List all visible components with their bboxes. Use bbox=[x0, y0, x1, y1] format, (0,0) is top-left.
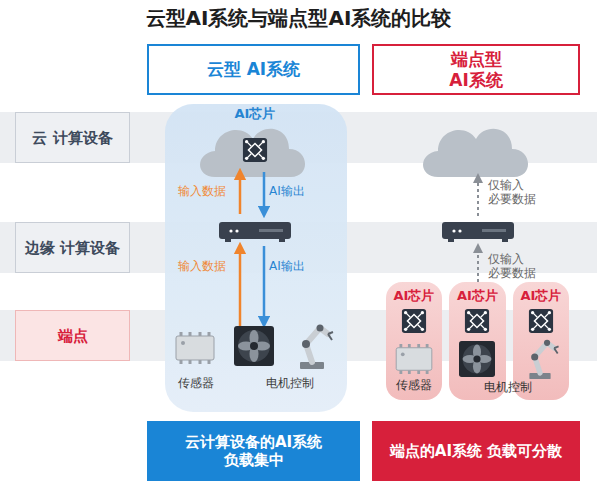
cloud-ai-region: AI芯片输入数据AI输出输入数据AI输出传感器电机控制 bbox=[165, 104, 347, 412]
diagram-title: 云型AI系统与端点型AI系统的比较 bbox=[0, 5, 597, 32]
box-text: 云 计算设备 bbox=[23, 129, 123, 147]
box-text: 边缘 计算设备 bbox=[23, 239, 123, 257]
box-text: 云型 AI系统 bbox=[204, 59, 304, 79]
arrow-label: AI输出 bbox=[269, 184, 339, 198]
box-text: 云计算设备的AI系统 负载集中 bbox=[159, 433, 349, 469]
column-header: 端点型 AI系统 bbox=[372, 44, 580, 95]
row-label-box: 云 计算设备 bbox=[15, 112, 130, 163]
column-header: 云型 AI系统 bbox=[147, 44, 360, 95]
chip-label: AI芯片 bbox=[449, 288, 506, 304]
arrow-label: 输入数据 bbox=[168, 184, 236, 198]
arrow-label: 输入数据 bbox=[168, 259, 236, 273]
device-label: 传感器 bbox=[386, 378, 442, 392]
box-text: 端点的AI系统 负载可分散 bbox=[381, 442, 571, 460]
summary-box: 端点的AI系统 负载可分散 bbox=[372, 421, 580, 481]
device-label: 电机控制 bbox=[235, 376, 345, 390]
device-label: 传感器 bbox=[165, 376, 227, 390]
note-text: 仅输入 必要数据 bbox=[488, 178, 552, 207]
chip-label: AI芯片 bbox=[205, 106, 305, 122]
arrow-label: AI输出 bbox=[269, 259, 339, 273]
data-arrow bbox=[477, 178, 479, 216]
summary-box: 云计算设备的AI系统 负载集中 bbox=[147, 421, 360, 481]
cloud-icon bbox=[423, 129, 528, 177]
edge-device-icon bbox=[442, 222, 514, 242]
row-label-box: 边缘 计算设备 bbox=[15, 222, 130, 273]
device-label: 电机控制 bbox=[462, 380, 554, 394]
data-arrow bbox=[477, 248, 479, 282]
endpoint-ai-box: AI芯片传感器 bbox=[386, 282, 442, 400]
note-text: 仅输入 必要数据 bbox=[488, 252, 552, 281]
box-text: 端点 bbox=[23, 327, 123, 345]
chip-label: AI芯片 bbox=[513, 288, 569, 304]
row-label-box: 端点 bbox=[15, 310, 130, 361]
chip-label: AI芯片 bbox=[386, 288, 442, 304]
box-text: 端点型 AI系统 bbox=[426, 49, 526, 90]
